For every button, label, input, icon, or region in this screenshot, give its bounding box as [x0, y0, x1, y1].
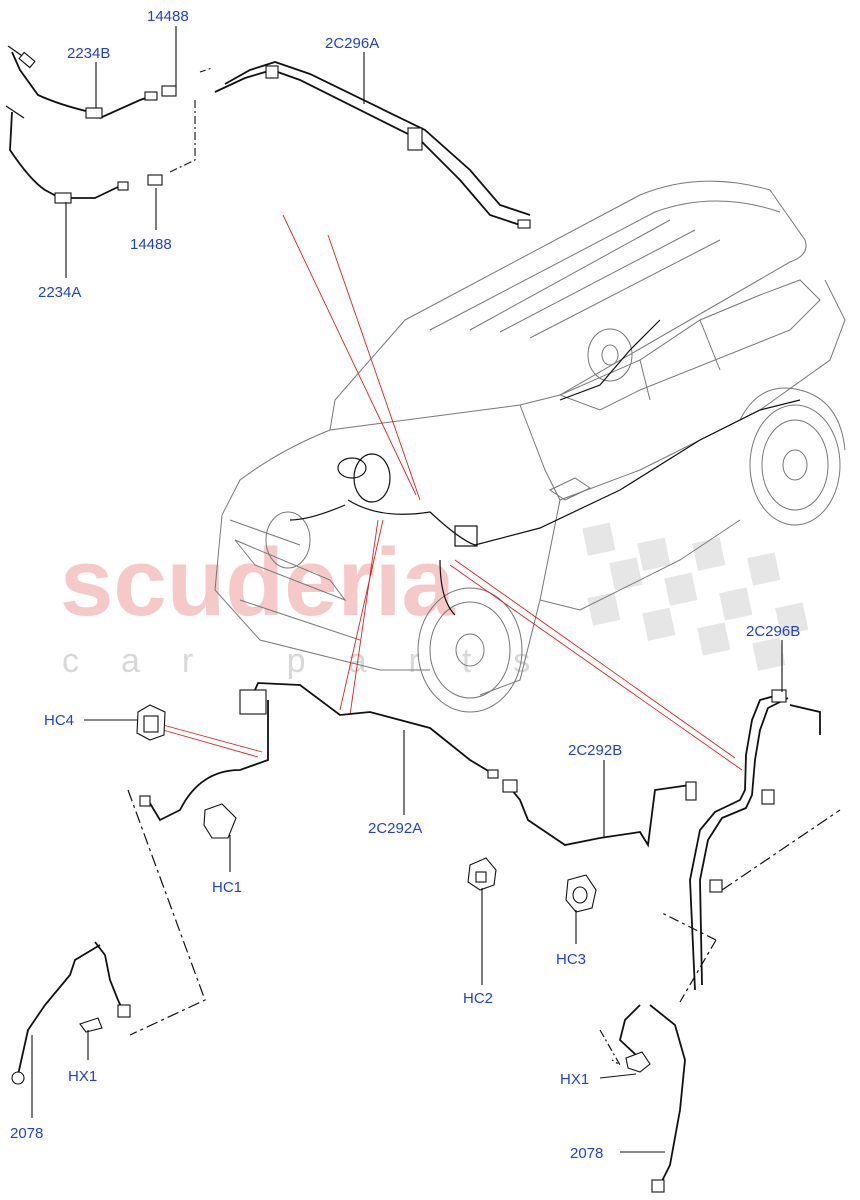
label-2C292A: 2C292A — [368, 820, 422, 837]
label-2C296A: 2C296A — [325, 35, 379, 52]
reference-leaders — [162, 214, 743, 771]
label-2078-left: 2078 — [10, 1125, 43, 1142]
pipe-2C296B — [689, 689, 841, 991]
callout-labels: 14488 2234B 2C296A 14488 2234A 2C296B HC… — [10, 8, 800, 1162]
clip-HX1-right — [625, 1051, 651, 1073]
label-HX1-right: HX1 — [560, 1071, 589, 1088]
clip-HC1 — [203, 803, 237, 839]
hose-2078-left — [11, 789, 206, 1085]
label-14488-top: 14488 — [147, 8, 189, 25]
label-2234B: 2234B — [67, 45, 110, 62]
label-14488-bottom: 14488 — [130, 236, 172, 253]
clip-14488 — [147, 67, 213, 186]
callout-leaders — [31, 26, 783, 1153]
clip-HC3 — [565, 874, 597, 913]
pipe-2234B — [7, 45, 158, 120]
label-HX1-left: HX1 — [68, 1068, 97, 1085]
pipe-2C296A — [214, 61, 531, 229]
pipe-2C292A — [139, 682, 499, 822]
pipe-2C292B — [502, 779, 697, 848]
clip-HC2 — [467, 857, 497, 891]
label-HC4: HC4 — [44, 712, 74, 729]
watermark-text: scuderia — [60, 529, 455, 636]
label-2C296B: 2C296B — [746, 623, 800, 640]
label-2C292B: 2C292B — [568, 742, 622, 759]
vehicle-outline — [214, 180, 846, 713]
label-HC1: HC1 — [212, 879, 242, 896]
hose-2078-right — [599, 911, 717, 1193]
watermark-checkered-flag — [582, 522, 809, 671]
label-2078-right: 2078 — [570, 1145, 603, 1162]
watermark-subtext: car parts — [62, 642, 572, 680]
label-2234A: 2234A — [38, 284, 81, 301]
label-HC2: HC2 — [463, 990, 493, 1007]
label-HC3: HC3 — [556, 951, 586, 968]
pipe-2234A — [5, 105, 129, 204]
clip-HX1-left — [79, 1017, 103, 1033]
clip-HC4 — [136, 704, 166, 741]
